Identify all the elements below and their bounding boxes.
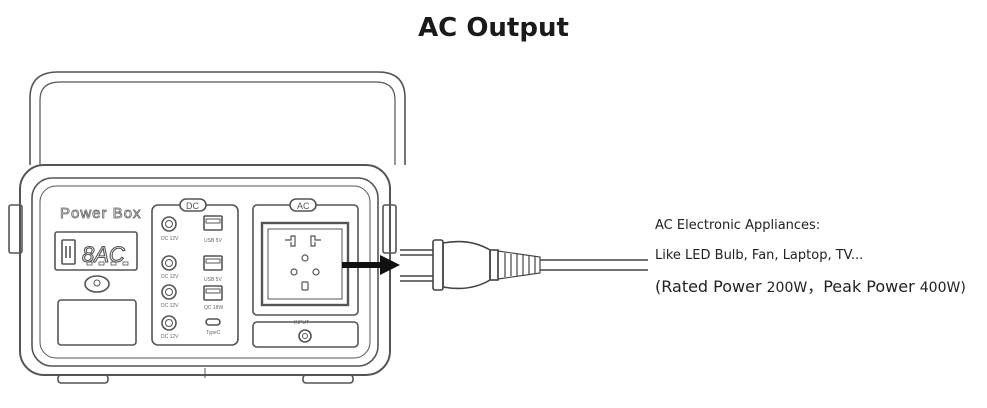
dc-port-2 [161, 255, 177, 271]
left-foot [57, 374, 109, 384]
front-panel-inner [39, 185, 371, 359]
usb-port-label: QC 18W [204, 305, 223, 311]
usb-port-2 [203, 255, 223, 271]
lamp-window [57, 299, 137, 346]
ac-label: AC [297, 201, 310, 211]
dc-port-label: DC 12V [161, 334, 179, 340]
right-foot [302, 374, 354, 384]
dc-port-3 [161, 284, 177, 300]
input-section [252, 321, 359, 348]
page-title: AC Output [418, 13, 569, 43]
dc-label: DC [186, 201, 199, 211]
rated-power-value: 200W [766, 280, 808, 296]
dc-port-4 [161, 315, 177, 331]
battery-icon [61, 239, 76, 265]
left-bracket [8, 204, 23, 254]
handle [29, 71, 406, 165]
rated-power-label: (Rated Power [655, 277, 767, 296]
dc-port-label: DC 12V [161, 303, 179, 309]
usb-port-1 [203, 215, 223, 231]
ac-plug [400, 239, 648, 291]
dc-port-label: DC 12V [161, 236, 179, 242]
dc-label-pill [179, 198, 207, 212]
input-port [298, 329, 312, 343]
handle-inner [39, 81, 396, 165]
peak-power-value: 400W) [919, 280, 966, 296]
ac-socket-frame [260, 221, 350, 307]
peak-power-label: ，Peak Power [807, 277, 920, 296]
usb-port-label: TypeC [206, 330, 221, 336]
usb-port-label: USB 5V [204, 277, 222, 283]
ac-label-pill [289, 198, 317, 212]
dc-port-1 [161, 216, 177, 232]
lcd-digits: 8AC [82, 242, 125, 267]
lcd-display [54, 231, 138, 271]
appliances-examples: Like LED Bulb, Fan, Laptop, TV... [655, 248, 864, 263]
arrow-icon [342, 255, 400, 275]
lcd-status-icons [86, 261, 129, 266]
input-label: INPUT [294, 320, 309, 326]
ac-socket-inner [267, 228, 343, 300]
brand-logo: Power Box [60, 205, 142, 222]
appliances-heading: AC Electronic Appliances: [655, 218, 821, 233]
ac-socket-holes [285, 235, 321, 291]
usb-port-label: USB 5V [204, 238, 222, 244]
dc-port-label: DC 12V [161, 274, 179, 280]
power-rating: (Rated Power 200W，Peak Power 400W) [655, 273, 966, 297]
usb-port-3 [203, 285, 223, 301]
front-panel [31, 177, 379, 367]
typec-port [205, 318, 221, 326]
light-button [84, 275, 110, 293]
